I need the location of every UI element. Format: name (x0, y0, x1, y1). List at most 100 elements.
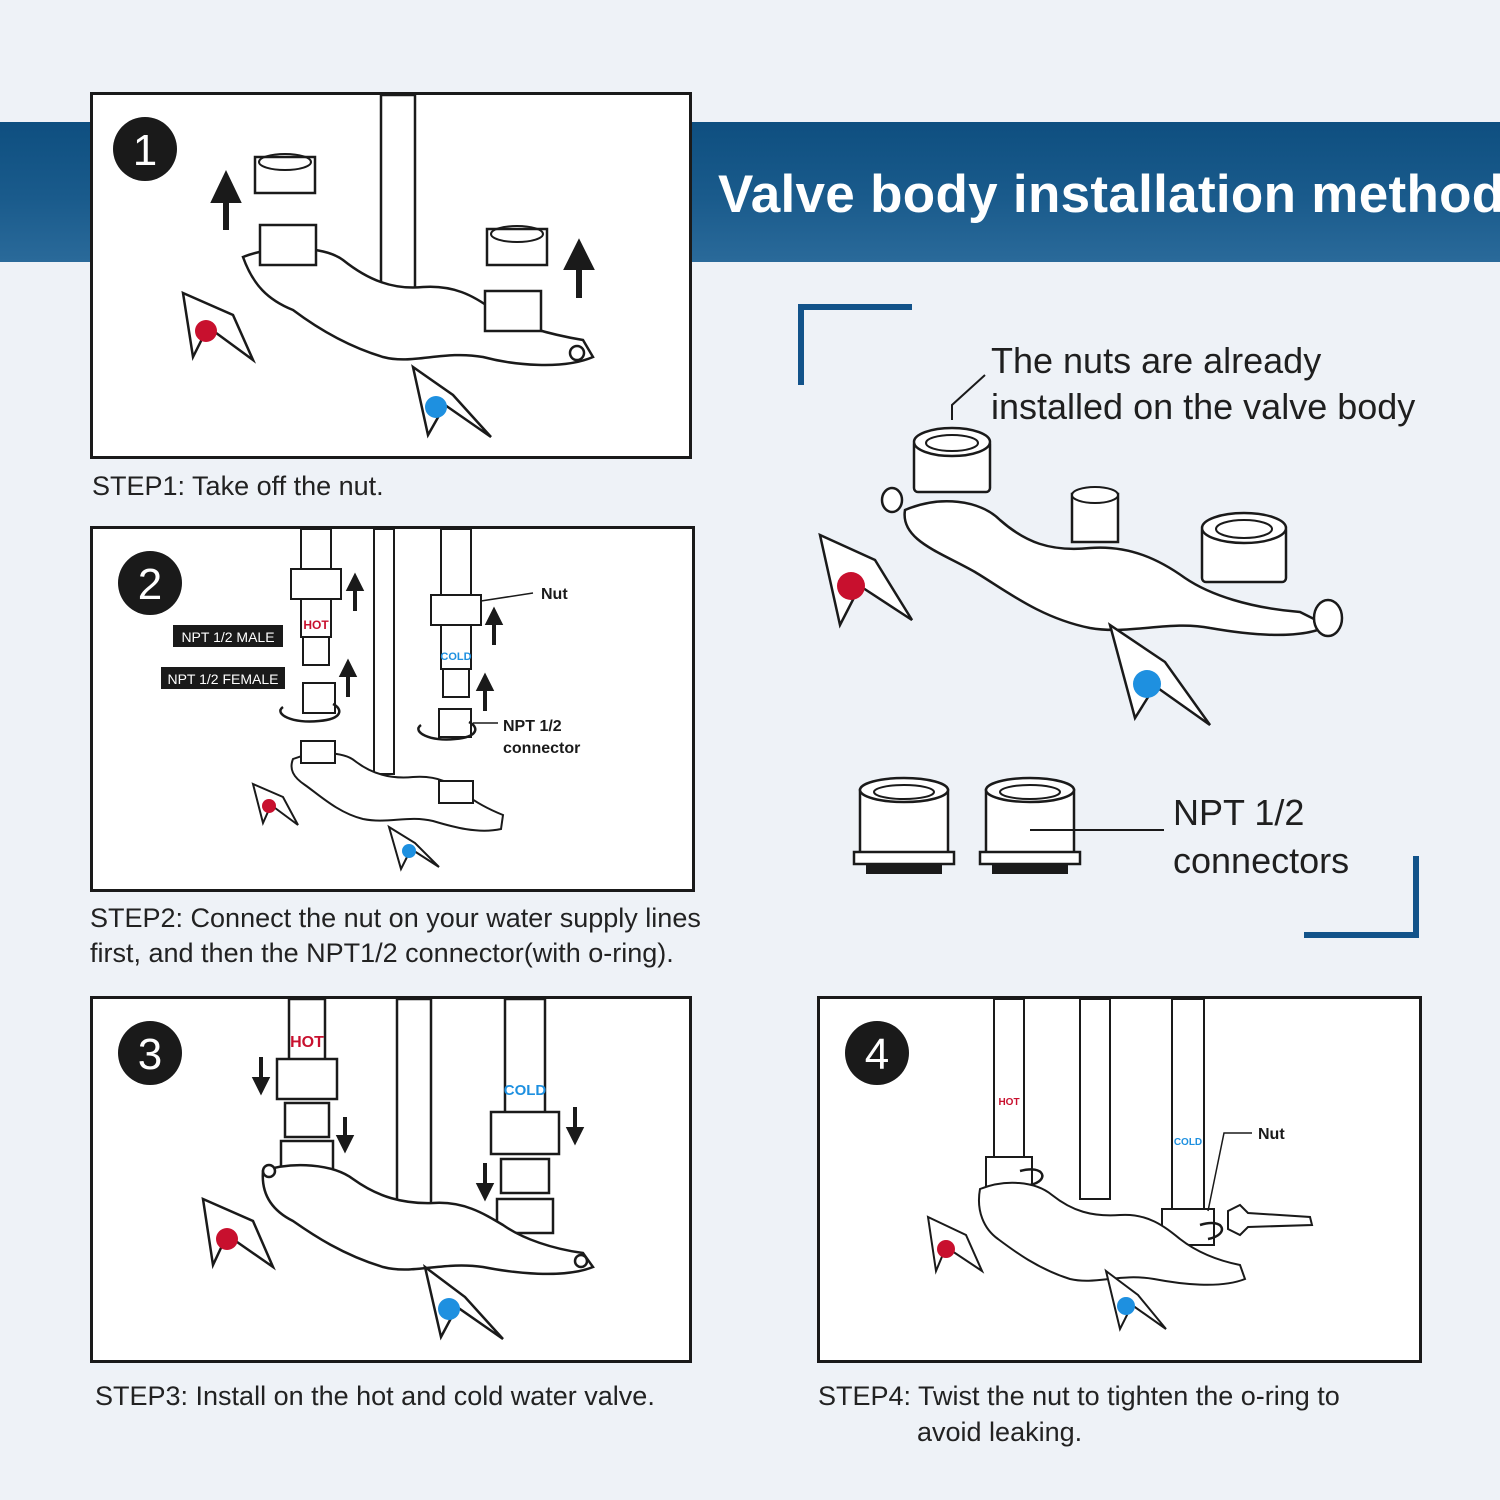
cold-nut (485, 227, 549, 267)
rotate-arrow-icon (1019, 1168, 1044, 1187)
cold-inlet-thread (483, 289, 543, 333)
cold-indicator (425, 396, 447, 418)
supply-pipe (379, 95, 417, 292)
step1-illustration: 1 (113, 95, 595, 439)
page-title: Valve body installation method (718, 165, 1500, 224)
cold-label: COLD (504, 1082, 547, 1099)
step-number-badge (118, 1021, 182, 1085)
up-arrow-icon (484, 606, 504, 645)
cold-label: COLD (1174, 1137, 1202, 1148)
step3-panel: 3 HOT COLD (90, 996, 692, 1363)
nut-callout: Nut (1258, 1126, 1285, 1143)
step-number-badge (113, 117, 177, 181)
cold-indicator (438, 1298, 460, 1320)
female-tag-text: NPT 1/2 FEMALE (167, 671, 278, 687)
supply-pipe (395, 999, 433, 1206)
step-number-badge (845, 1021, 909, 1085)
hot-indicator (262, 799, 276, 813)
rotate-arrow-icon (279, 702, 341, 723)
hot-handle (201, 1196, 276, 1271)
up-arrow-icon (475, 672, 495, 711)
down-arrow-icon (475, 1163, 495, 1202)
overview-illustration (798, 304, 1419, 938)
cold-nut (489, 1110, 561, 1156)
supply-pipe (1079, 999, 1111, 1200)
connector-callout-line1: NPT 1/2 (503, 718, 562, 735)
cold-supply-line (1171, 999, 1205, 1212)
cold-connector (499, 1157, 551, 1195)
male-tag (173, 625, 283, 647)
male-tag-text: NPT 1/2 MALE (181, 629, 274, 645)
hot-connector (283, 1101, 331, 1139)
female-tag (161, 667, 285, 689)
hot-label: HOT (290, 1034, 324, 1051)
cold-label: COLD (440, 651, 471, 663)
step2-caption-line1: STEP2: Connect the nut on your water sup… (90, 903, 701, 933)
npt-connector (978, 776, 1082, 874)
hot-indicator (837, 572, 865, 600)
hot-handle (926, 1215, 985, 1275)
nut-callout: Nut (541, 586, 568, 603)
cold-handle (411, 364, 492, 439)
npt-connector (852, 776, 956, 874)
rotate-arrow-icon (1199, 1221, 1224, 1241)
supply-pipe (373, 529, 395, 775)
down-arrow-icon (335, 1117, 355, 1154)
step2-illustration: 2 HOT COLD Nut NPT 1/2 connector NPT 1/2 (118, 529, 580, 872)
valve-body (261, 1163, 595, 1276)
cold-indicator (1117, 1297, 1135, 1315)
valve-body (290, 752, 505, 832)
hot-label: HOT (303, 618, 329, 632)
cold-indicator (402, 844, 416, 858)
step2-panel: 2 HOT COLD Nut NPT 1/2 connector NPT 1/2 (90, 526, 695, 892)
valve-body (978, 1181, 1247, 1286)
step-number: 2 (138, 560, 162, 609)
step3-caption: STEP3: Install on the hot and cold water… (95, 1381, 655, 1411)
step4-illustration: 4 HOT COLD Nut (845, 999, 1314, 1332)
corner-bracket (798, 304, 912, 385)
step4-panel: 4 HOT COLD Nut (817, 996, 1422, 1363)
step-number-badge (118, 551, 182, 615)
step4-caption-line2: avoid leaking. (917, 1417, 1083, 1447)
cold-handle (1104, 1268, 1167, 1332)
hot-supply-line (287, 999, 327, 1063)
up-arrow-icon (345, 572, 365, 611)
hot-supply-line (300, 529, 332, 572)
step1-panel: 1 (90, 92, 692, 459)
up-arrow-icon (338, 658, 358, 697)
hot-nut (275, 1057, 339, 1101)
cold-handle (1107, 622, 1212, 727)
connector-callout-line2: connector (503, 740, 580, 757)
hot-handle (181, 290, 257, 364)
nut-part (430, 594, 482, 626)
hot-indicator (937, 1240, 955, 1258)
step-number: 4 (865, 1030, 889, 1079)
up-arrow-icon (210, 170, 242, 230)
step-number: 1 (133, 126, 157, 175)
hot-indicator (216, 1228, 238, 1250)
wrench-icon (1227, 1203, 1314, 1237)
cold-supply-line (503, 999, 547, 1116)
cold-indicator (1133, 670, 1161, 698)
hot-inlet-thread (258, 223, 318, 267)
hot-handle (818, 532, 914, 629)
cold-supply-line (440, 529, 472, 598)
connectors-callout-line2: connectors (1173, 840, 1350, 881)
step2-caption-line2: first, and then the NPT1/2 connector(wit… (90, 938, 674, 968)
corner-bracket (1304, 856, 1419, 938)
down-arrow-icon (251, 1057, 271, 1096)
rotate-arrow-icon (417, 720, 477, 741)
connector-part (438, 708, 472, 738)
cold-handle (423, 1263, 504, 1341)
valve-body (241, 247, 595, 367)
nuts-callout-line2: installed on the valve body (991, 386, 1416, 427)
down-arrow-icon (565, 1107, 585, 1146)
connectors-callout-line1: NPT 1/2 (1173, 792, 1305, 833)
step4-caption-line1: STEP4: Twist the nut to tighten the o-ri… (818, 1381, 1340, 1411)
step1-caption: STEP1: Take off the nut. (92, 471, 384, 501)
hot-indicator (195, 320, 217, 342)
up-arrow-icon (563, 238, 595, 298)
step-number: 3 (138, 1030, 162, 1079)
hot-label: HOT (998, 1097, 1019, 1108)
nuts-callout-line1: The nuts are already (991, 340, 1322, 381)
